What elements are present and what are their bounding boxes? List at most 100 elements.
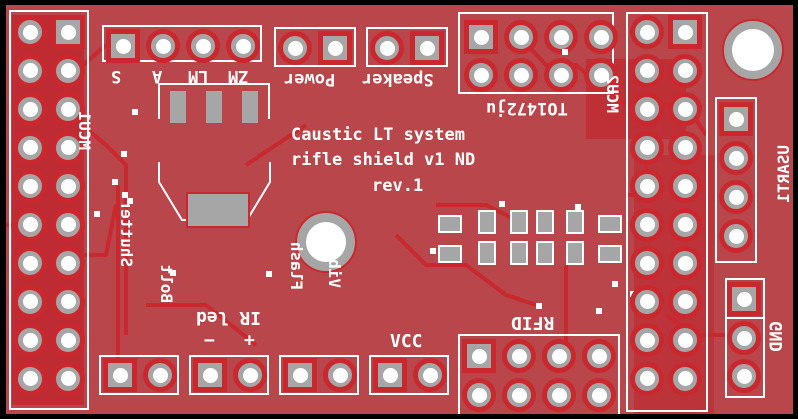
- rfid-label: RFID: [511, 312, 555, 333]
- rfid-pin-5[interactable]: [464, 380, 494, 410]
- regulator-outline-top: [158, 83, 270, 119]
- rfid-pin-2[interactable]: [504, 341, 534, 371]
- smd-capacitor: [536, 210, 554, 234]
- speaker-pin-1[interactable]: [372, 33, 402, 63]
- trace: [74, 118, 128, 335]
- power-pin-1[interactable]: [280, 33, 310, 63]
- mcu2-pin-13[interactable]: [632, 248, 662, 278]
- ir-led-minus-pin[interactable]: [195, 360, 225, 390]
- flash-pin[interactable]: [285, 360, 315, 390]
- lcd-pin-3[interactable]: [546, 22, 576, 52]
- mcu2-pin-10[interactable]: [670, 171, 700, 201]
- mcu1-pin-16[interactable]: [53, 286, 83, 317]
- rfid-outline: [458, 334, 620, 414]
- lcd-pin-5[interactable]: [466, 60, 496, 90]
- ir-led-plus-pin[interactable]: [235, 360, 265, 390]
- rfid-pin-8[interactable]: [584, 380, 614, 410]
- lcd-pin-7[interactable]: [546, 60, 576, 90]
- mcu1-pin-11[interactable]: [15, 209, 45, 240]
- power-label: Power: [284, 69, 336, 89]
- lcd-pin-2[interactable]: [506, 22, 536, 52]
- mcu2-pin-2[interactable]: [670, 17, 700, 47]
- mcu1-pin-2[interactable]: [53, 17, 83, 47]
- mcu2-pin-18[interactable]: [670, 325, 700, 355]
- mcu1-pin-7[interactable]: [15, 132, 45, 163]
- mcu2-pin-4[interactable]: [670, 55, 700, 86]
- servo-label-s: S: [111, 66, 122, 86]
- power-pin-2[interactable]: [320, 33, 350, 63]
- speaker-pin-2[interactable]: [412, 33, 442, 63]
- via: [430, 248, 436, 254]
- mcu1-pin-1[interactable]: [15, 17, 45, 47]
- via: [127, 198, 133, 204]
- mcu2-pin-19[interactable]: [632, 363, 662, 394]
- mcu2-pin-5[interactable]: [632, 94, 662, 124]
- vcc-pin-2[interactable]: [415, 360, 445, 390]
- mcu1-pin-20[interactable]: [53, 363, 83, 394]
- mcu1-pin-8[interactable]: [53, 132, 83, 163]
- smd-resistor: [438, 215, 462, 233]
- rfid-pin-7[interactable]: [544, 380, 574, 410]
- via: [94, 211, 100, 217]
- shutter-pin[interactable]: [105, 360, 135, 390]
- mcu2-pin-9[interactable]: [632, 171, 662, 201]
- mcu1-pin-4[interactable]: [53, 55, 83, 86]
- rfid-pin-3[interactable]: [544, 341, 574, 371]
- rfid-pin-6[interactable]: [504, 380, 534, 410]
- lcd-pin-6[interactable]: [506, 60, 536, 90]
- mcu2-pin-11[interactable]: [632, 209, 662, 240]
- mcu1-pin-15[interactable]: [15, 286, 45, 317]
- mcu2-pin-15[interactable]: [632, 286, 662, 317]
- gnd-pin-1[interactable]: [729, 284, 759, 314]
- via: [112, 179, 118, 185]
- gnd-pin-2[interactable]: [729, 323, 759, 353]
- gnd-pin-3[interactable]: [729, 361, 759, 391]
- bolt-pin[interactable]: [145, 360, 175, 390]
- regulator-tab: [186, 192, 250, 228]
- mcu2-pin-14[interactable]: [670, 248, 700, 278]
- lcd-pin-4[interactable]: [586, 22, 616, 52]
- mcu1-pin-5[interactable]: [15, 94, 45, 124]
- mcu1-pin-9[interactable]: [15, 171, 45, 201]
- mcu2-pin-17[interactable]: [632, 325, 662, 355]
- mcu2-pin-7[interactable]: [632, 132, 662, 163]
- vibro-pin[interactable]: [325, 360, 355, 390]
- mcu1-pin-6[interactable]: [53, 94, 83, 124]
- mcu2-pin-8[interactable]: [670, 132, 700, 163]
- usart-pin-2[interactable]: [721, 143, 751, 173]
- mcu1-pin-12[interactable]: [53, 209, 83, 240]
- mcu2-pin-1[interactable]: [632, 17, 662, 47]
- trace: [146, 303, 258, 347]
- usart-pin-4[interactable]: [721, 221, 751, 251]
- mcu1-pin-3[interactable]: [15, 55, 45, 86]
- lcd-pin-8[interactable]: [586, 60, 616, 90]
- vcc-pin-1[interactable]: [375, 360, 405, 390]
- mcu2-pin-16[interactable]: [670, 286, 700, 317]
- via: [266, 271, 272, 277]
- rfid-pin-1[interactable]: [464, 341, 494, 371]
- servo-label-lm: LM: [188, 66, 209, 86]
- usart-pin-3[interactable]: [721, 182, 751, 212]
- servo-pin-lm[interactable]: [188, 31, 218, 61]
- mcu2-pin-6[interactable]: [670, 94, 700, 124]
- mcu1-pin-18[interactable]: [53, 325, 83, 355]
- usart-pin-1[interactable]: [721, 104, 751, 134]
- mcu1-pin-17[interactable]: [15, 325, 45, 355]
- lcd-pin-1[interactable]: [466, 22, 496, 52]
- mcu1-pin-13[interactable]: [15, 248, 45, 278]
- rfid-pin-4[interactable]: [584, 341, 614, 371]
- mcu1-pin-14[interactable]: [53, 248, 83, 278]
- smd-capacitor: [478, 241, 496, 265]
- mcu2-pin-12[interactable]: [670, 209, 700, 240]
- mcu1-pin-19[interactable]: [15, 363, 45, 394]
- gnd-divider: [725, 317, 765, 319]
- servo-pin-a[interactable]: [148, 31, 178, 61]
- lcd-label: TO1472ju: [486, 98, 568, 118]
- servo-pin-zm[interactable]: [228, 31, 258, 61]
- board-title-line-2: rifle shield v1 ND: [291, 150, 476, 170]
- flash-label: Flash: [287, 241, 306, 290]
- mcu1-pin-10[interactable]: [53, 171, 83, 201]
- mcu2-pin-3[interactable]: [632, 55, 662, 86]
- servo-pin-s[interactable]: [108, 31, 138, 61]
- mcu2-pin-20[interactable]: [670, 363, 700, 394]
